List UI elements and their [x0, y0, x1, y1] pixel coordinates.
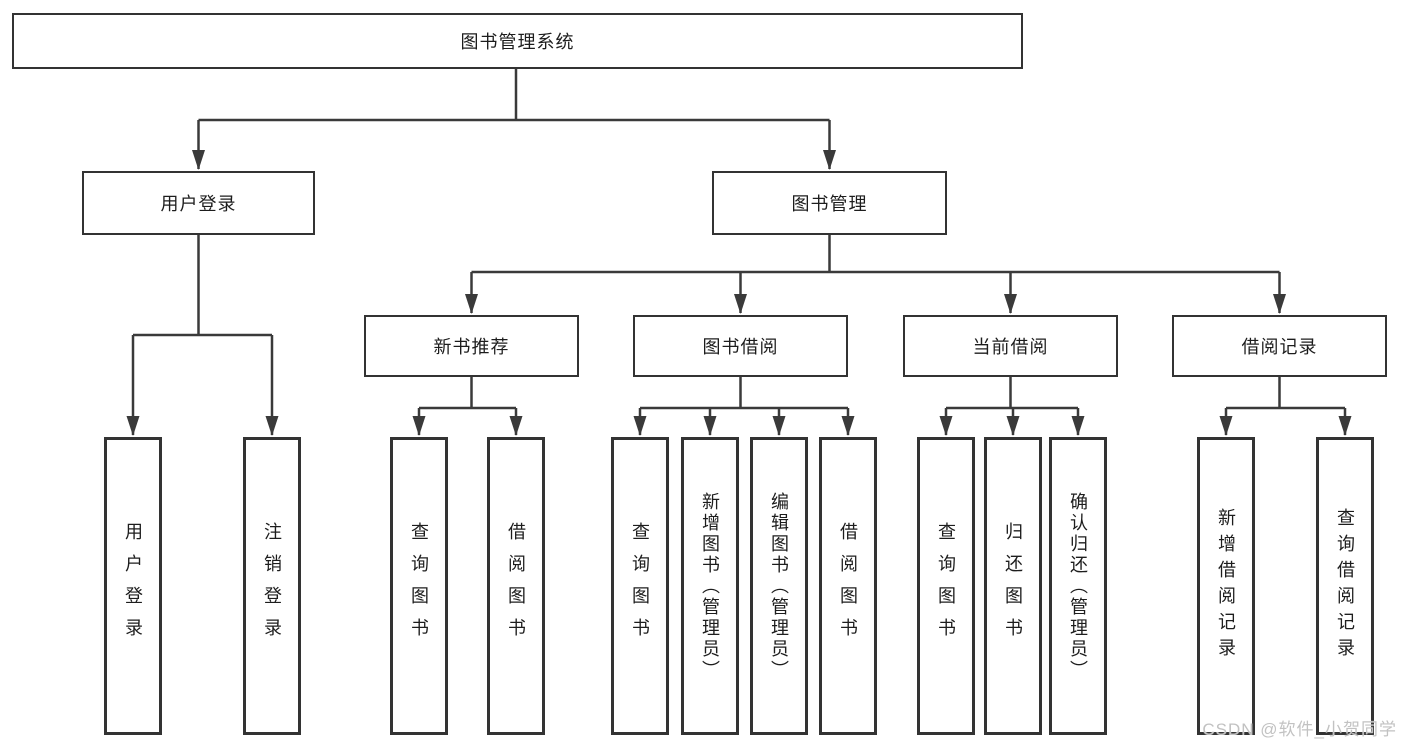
connector-borrow-records: [1226, 377, 1345, 410]
node-book-management: 图书管理: [712, 171, 947, 235]
leaf-query-borrow-record: 查询借阅记录: [1316, 437, 1374, 735]
node-label: 图书管理: [791, 194, 868, 214]
leaf-query-books-current: 查询图书: [917, 437, 975, 735]
node-label: 借阅记录: [1241, 337, 1318, 357]
node-label: 图书管理系统: [460, 32, 575, 52]
csdn-watermark: CSDN @软件_小贺同学: [1202, 720, 1397, 739]
leaf-label: 归还图书: [1003, 522, 1023, 650]
leaf-label: 查询借阅记录: [1335, 508, 1355, 664]
node-borrow-records: 借阅记录: [1172, 315, 1387, 377]
node-label: 新书推荐: [433, 337, 510, 357]
node-new-book-recommend: 新书推荐: [364, 315, 579, 377]
leaf-label: 确认归还（管理员）: [1068, 491, 1088, 681]
leaf-query-books-borrow: 查询图书: [611, 437, 669, 735]
leaf-confirm-return-admin: 确认归还（管理员）: [1049, 437, 1107, 735]
leaf-label: 新增图书（管理员）: [700, 491, 720, 681]
node-label: 用户登录: [160, 194, 237, 214]
leaf-return-book: 归还图书: [984, 437, 1042, 735]
connector-current-borrow: [946, 377, 1078, 410]
leaf-label: 借阅图书: [838, 522, 858, 650]
connector-root: [198, 69, 830, 122]
connector-book-borrow: [640, 377, 848, 410]
leaf-label: 查询图书: [630, 522, 650, 650]
leaf-label: 注销登录: [262, 522, 282, 650]
node-user-login: 用户登录: [82, 171, 315, 235]
leaf-label: 编辑图书（管理员）: [769, 491, 789, 681]
leaf-label: 新增借阅记录: [1216, 508, 1236, 664]
node-book-borrow: 图书借阅: [633, 315, 848, 377]
node-library-management-system: 图书管理系统: [12, 13, 1023, 69]
leaf-label: 查询图书: [936, 522, 956, 650]
leaf-label: 用户登录: [123, 522, 143, 650]
connector-new-book: [419, 377, 516, 410]
leaf-borrow-books-recommend: 借阅图书: [487, 437, 545, 735]
node-label: 当前借阅: [972, 337, 1049, 357]
leaf-edit-book-admin: 编辑图书（管理员）: [750, 437, 808, 735]
leaf-label: 查询图书: [409, 522, 429, 650]
leaf-add-borrow-record: 新增借阅记录: [1197, 437, 1255, 735]
connector-book-management: [471, 235, 1280, 274]
node-label: 图书借阅: [702, 337, 779, 357]
leaf-user-login: 用户登录: [104, 437, 162, 735]
leaf-logout: 注销登录: [243, 437, 301, 735]
leaf-add-book-admin: 新增图书（管理员）: [681, 437, 739, 735]
leaf-label: 借阅图书: [506, 522, 526, 650]
leaf-query-books-recommend: 查询图书: [390, 437, 448, 735]
leaf-borrow-books-borrow: 借阅图书: [819, 437, 877, 735]
connector-user-login: [133, 235, 272, 337]
node-current-borrow: 当前借阅: [903, 315, 1118, 377]
